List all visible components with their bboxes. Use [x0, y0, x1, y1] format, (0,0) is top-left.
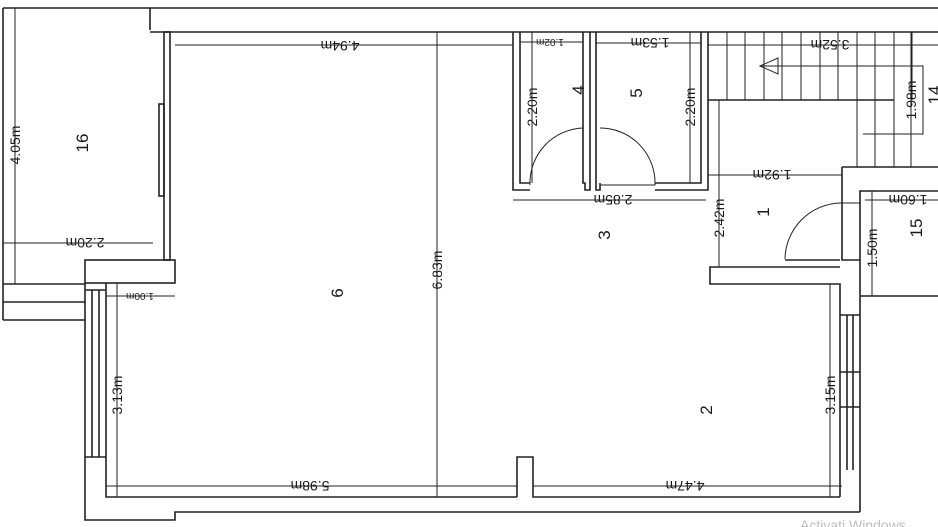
dim-2-85: 2.85m — [594, 192, 633, 208]
dim-2-42: 2.42m — [711, 199, 727, 238]
dim-3-52: 3.52m — [811, 37, 850, 53]
walls — [2, 7, 938, 521]
dim-1-60: 1.60m — [889, 192, 928, 208]
dimension-labels: 4.94m 6.83m 4.05m 2.20m 1.00m 3.13m 5.98… — [7, 35, 927, 494]
dim-4-94: 4.94m — [321, 38, 360, 54]
dimension-lines — [3, 8, 938, 497]
dim-2-20-left: 2.20m — [66, 235, 105, 251]
room-3: 3 — [595, 230, 614, 239]
dim-1-92: 1.92m — [753, 167, 792, 183]
dim-3-15: 3.15m — [822, 376, 838, 415]
dim-4-05: 4.05m — [7, 126, 23, 165]
dim-1-53: 1.53m — [631, 35, 670, 51]
dim-5-98: 5.98m — [291, 478, 330, 494]
room-labels: 16 6 4 5 3 1 15 14 2 — [73, 85, 938, 414]
dim-3-13: 3.13m — [109, 376, 125, 415]
room-15: 15 — [907, 219, 926, 238]
room-6: 6 — [328, 288, 347, 297]
room-4: 4 — [569, 85, 588, 94]
dim-6-83: 6.83m — [429, 251, 445, 290]
room-2: 2 — [697, 405, 716, 414]
dim-1-00: 1.00m — [126, 290, 154, 301]
dim-1-02: 1.02m — [536, 36, 564, 47]
dim-4-47: 4.47m — [666, 478, 705, 494]
dim-2-20-room5: 2.20m — [682, 88, 698, 127]
dim-1-50: 1.50m — [864, 229, 880, 268]
dim-2-20-room4: 2.20m — [524, 88, 540, 127]
dim-1-98: 1.98m — [903, 81, 919, 120]
room-16: 16 — [73, 134, 92, 153]
room-1: 1 — [754, 207, 773, 216]
room-5: 5 — [627, 88, 646, 97]
activation-watermark: Activati Windows — [800, 517, 906, 527]
room-14: 14 — [925, 86, 938, 105]
